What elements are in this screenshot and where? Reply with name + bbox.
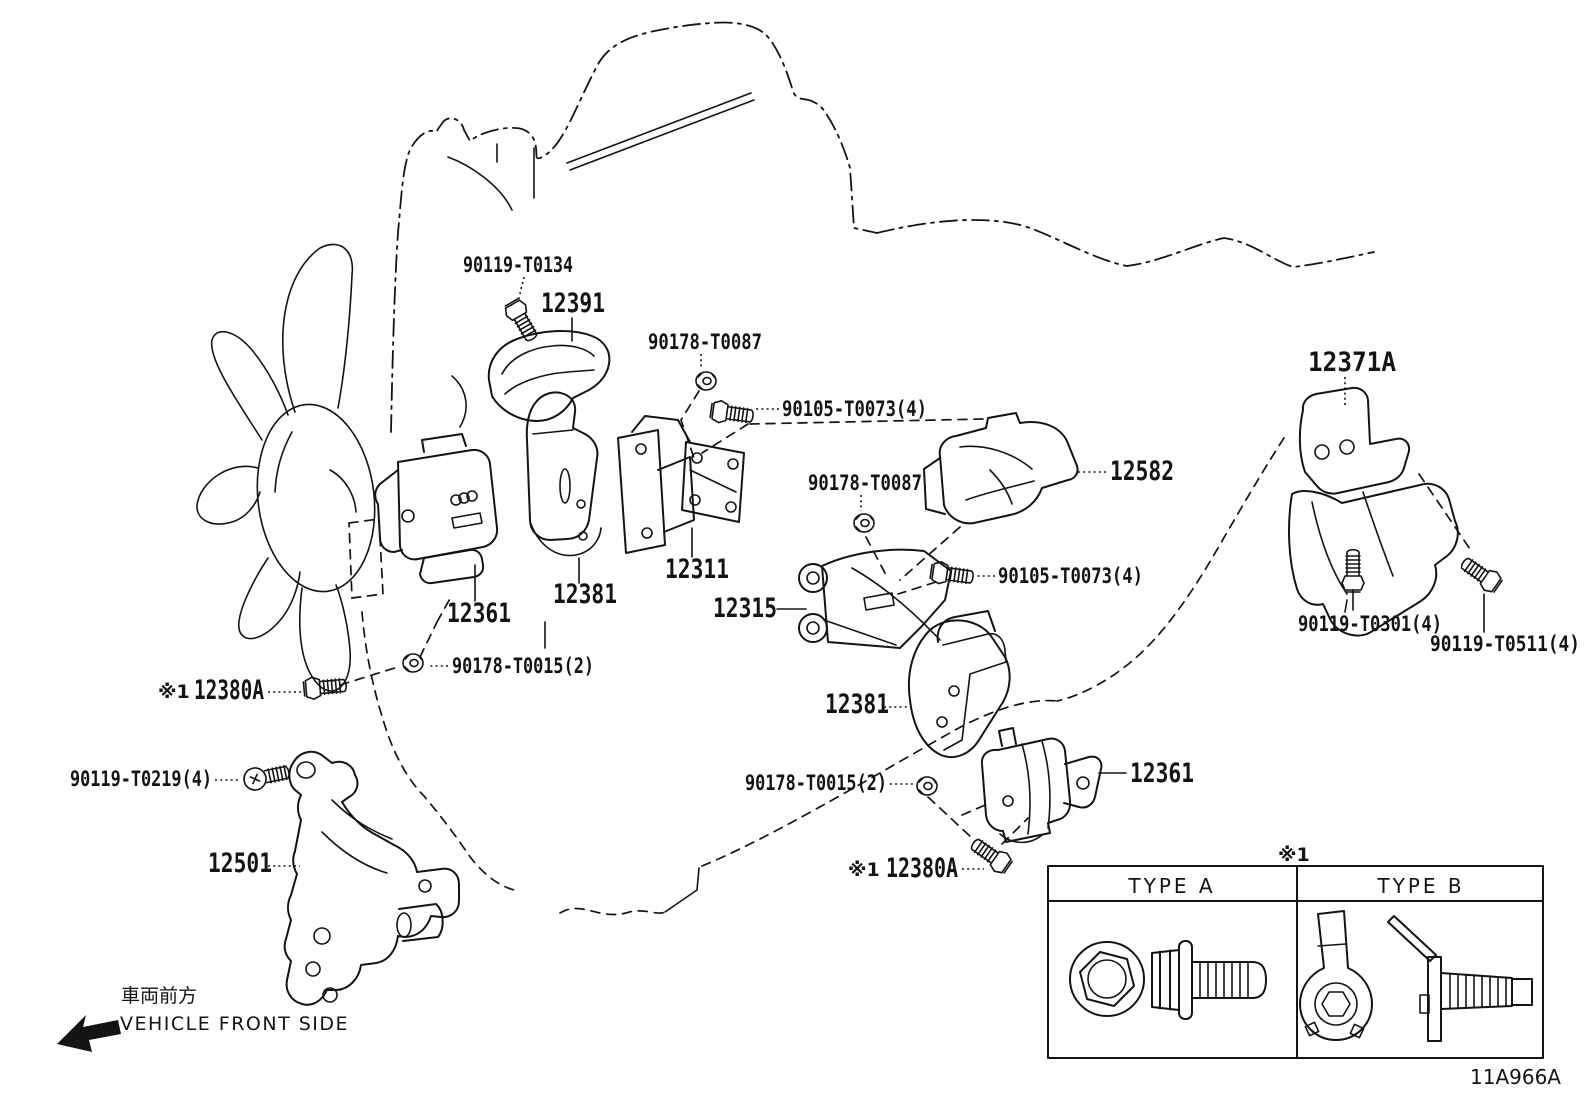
fan [196,243,467,692]
leader-lines [215,276,1485,870]
bolt-90105-T0073-icon [708,398,756,429]
part-label-12582[interactable]: 12582 [1110,456,1174,487]
part-label-12381-lower[interactable]: 12381 [825,689,889,720]
part-12311-drawing [617,415,745,554]
part-12361-lower-drawing [980,727,1103,844]
legend-table: ※1 TYPE A TYPE B [1047,844,1544,1059]
hardware-label-90119-T0301[interactable]: 90119-T0301(4) [1298,612,1442,636]
engine-outline [361,21,1375,916]
orientation-label-jp: 車両前方 [121,985,197,1007]
nut-90178-T0087-icon-2 [853,513,875,533]
bolt-90105-T0073-icon-2 [928,559,976,590]
part-label-12315[interactable]: 12315 [713,593,777,624]
legend-header-type-a: TYPE A [1127,874,1215,898]
bolt-90119-T0301-icon [1341,548,1365,593]
vehicle-front-arrow-icon [57,1015,121,1052]
orientation-label-en: VEHICLE FRONT SIDE [120,1013,349,1035]
part-label-12361-lower[interactable]: 12361 [1130,758,1194,789]
part-12391-drawing [487,329,611,422]
part-12371a-drawing [1288,386,1459,637]
part-12501-drawing [283,750,460,1006]
bolt-12380A-icon-2 [966,833,1016,878]
part-label-12381-upper[interactable]: 12381 [553,579,617,610]
part-label-12371A[interactable]: 12371A [1308,347,1396,378]
hardware-label-90119-T0511[interactable]: 90119-T0511(4) [1430,632,1580,656]
orientation-note: 車両前方 VEHICLE FRONT SIDE [57,985,349,1052]
hardware-label-90178-T0015-2[interactable]: 90178-T0015(2) [745,771,887,795]
type-a-bolt-illustration [1069,940,1267,1020]
legend-ref-mark: ※1 [1278,844,1310,866]
part-label-12501[interactable]: 12501 [208,848,272,879]
bolt-90119-T0219-icon [241,760,292,793]
part-label-12311[interactable]: 12311 [665,554,729,585]
part-12381-lower-drawing [907,610,1011,759]
diagram-code: 11A966A [1470,1065,1561,1089]
hardware-label-90105-T0073[interactable]: 90105-T0073(4) [782,397,927,421]
part-label-12380A[interactable]: 12380A [194,675,264,706]
part-12361-upper-drawing [374,433,499,585]
type-b-bolt-illustration [1299,910,1533,1042]
bolt-90119-T0511-icon [1456,552,1506,597]
hardware-label-90119-T0219[interactable]: 90119-T0219(4) [70,767,212,791]
part-labels: 90119-T0134 12391 90178-T0087 90105-T007… [70,253,1580,884]
hardware-label-90178-T0087[interactable]: 90178-T0087 [648,330,762,354]
ref-mark-1: ※1 [158,681,190,703]
nut-90178-T0015-icon-2 [916,776,938,796]
hardware-label-90119-T0134[interactable]: 90119-T0134 [463,253,573,277]
ref-mark-2: ※1 [848,859,880,881]
hardware-label-90178-T0087-2[interactable]: 90178-T0087 [808,471,922,495]
part-label-12391[interactable]: 12391 [541,288,605,319]
part-12582-drawing [923,412,1079,525]
bolt-12380A-icon [302,673,348,701]
part-12381-upper-drawing [525,391,602,557]
part-label-12361-upper[interactable]: 12361 [447,598,511,629]
hardware-label-90105-T0073-2[interactable]: 90105-T0073(4) [998,564,1143,588]
part-label-12380A-2[interactable]: 12380A [886,853,958,884]
nut-90178-T0087-icon [695,371,717,391]
hardware-label-90178-T0015[interactable]: 90178-T0015(2) [452,654,594,678]
assembly-dashed-lines [339,390,1473,845]
legend-header-type-b: TYPE B [1376,874,1464,898]
